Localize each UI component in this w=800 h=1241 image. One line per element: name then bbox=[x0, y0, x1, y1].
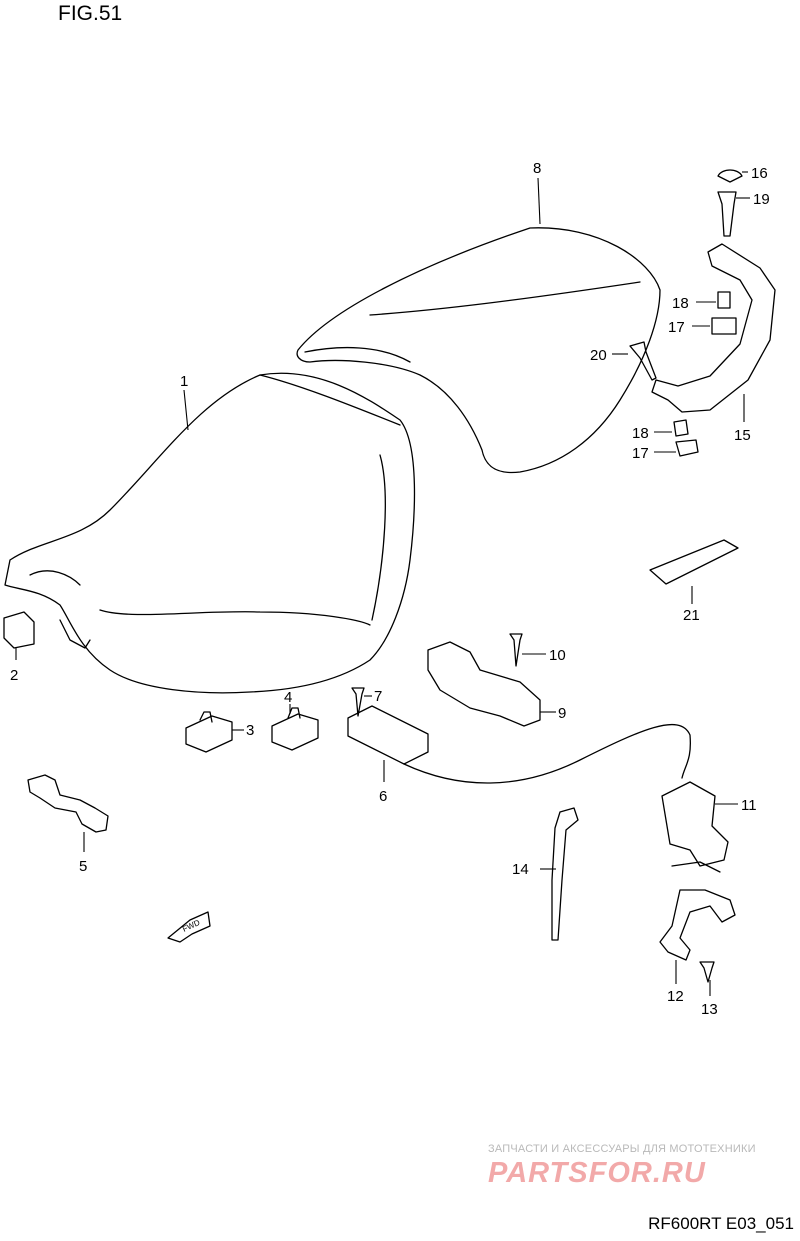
callout-numbers: 1 2 3 4 5 6 7 8 9 10 11 12 13 14 15 16 1… bbox=[10, 160, 770, 1018]
part-4-cushion bbox=[271, 707, 319, 751]
front-seat bbox=[4, 372, 416, 694]
figure-title: FIG.51 bbox=[58, 2, 123, 25]
part-18-collar-lower bbox=[673, 419, 689, 437]
part-6-seat-lock-cable bbox=[347, 705, 692, 784]
callout-5: 5 bbox=[79, 858, 87, 875]
part-9-seat-hook-bracket bbox=[427, 641, 541, 727]
part-7-screw bbox=[351, 687, 365, 717]
part-14-strap bbox=[551, 807, 579, 941]
callout-21: 21 bbox=[683, 607, 700, 624]
figure-code: RF600RT E03_051 bbox=[648, 1214, 794, 1233]
part-2-clip bbox=[3, 611, 35, 649]
callout-10: 10 bbox=[549, 647, 566, 664]
callout-15: 15 bbox=[734, 427, 751, 444]
part-19-bolt bbox=[717, 191, 737, 237]
callout-12: 12 bbox=[667, 988, 684, 1005]
part-15-grab-rail bbox=[651, 243, 776, 413]
callout-11: 11 bbox=[741, 797, 757, 814]
part-18-collar-upper bbox=[717, 291, 731, 309]
leader-lines bbox=[15, 171, 750, 996]
callout-2: 2 bbox=[10, 667, 18, 684]
callout-3: 3 bbox=[246, 722, 254, 739]
part-20-bolt bbox=[629, 341, 657, 381]
forward-direction-marker: FWD bbox=[167, 911, 211, 943]
callout-14: 14 bbox=[512, 861, 529, 878]
callout-17-lower: 17 bbox=[632, 445, 649, 462]
watermark-tagline: ЗАПЧАСТИ И АКСЕССУАРЫ ДЛЯ МОТОТЕХНИКИ bbox=[488, 1143, 756, 1155]
part-13-screw bbox=[699, 961, 715, 983]
callout-16: 16 bbox=[751, 165, 768, 182]
part-12-bracket bbox=[659, 889, 736, 961]
callout-9: 9 bbox=[558, 705, 566, 722]
callout-17-upper: 17 bbox=[668, 319, 685, 336]
part-16-cap bbox=[717, 169, 743, 183]
part-5-bracket bbox=[27, 774, 109, 833]
watermark-logo: PARTSFOR.RU bbox=[488, 1157, 706, 1189]
callout-6: 6 bbox=[379, 788, 387, 805]
part-10-screw bbox=[509, 633, 523, 667]
callout-7: 7 bbox=[374, 688, 382, 705]
part-3-cushion bbox=[185, 711, 233, 753]
callout-8: 8 bbox=[533, 160, 541, 177]
rear-seat bbox=[296, 227, 661, 474]
callout-18-lower: 18 bbox=[632, 425, 649, 442]
callout-18-upper: 18 bbox=[672, 295, 689, 312]
callout-13: 13 bbox=[701, 1001, 718, 1018]
callout-19: 19 bbox=[753, 191, 770, 208]
part-21-plate bbox=[649, 539, 739, 585]
part-17-grommet-lower bbox=[675, 439, 699, 457]
part-17-grommet-upper bbox=[711, 317, 737, 335]
callout-4: 4 bbox=[284, 689, 292, 706]
callout-20: 20 bbox=[590, 347, 607, 364]
callout-1: 1 bbox=[180, 373, 188, 390]
part-11-lock-set bbox=[661, 781, 729, 873]
